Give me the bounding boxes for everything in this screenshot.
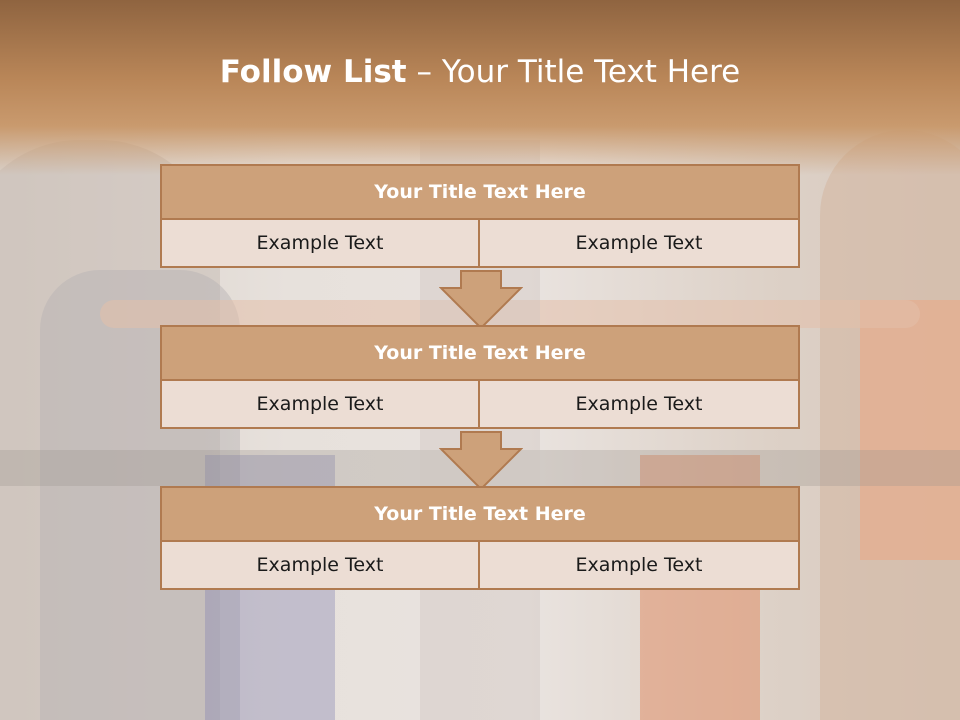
slide-title: Follow List – Your Title Text Here xyxy=(0,54,960,90)
down-arrow-icon xyxy=(439,431,523,491)
block-row: Example Text Example Text xyxy=(160,381,800,429)
outstretched-arms xyxy=(100,300,920,328)
block-cell-right: Example Text xyxy=(480,381,800,429)
block-cell-left: Example Text xyxy=(160,542,480,590)
down-arrow-icon xyxy=(439,270,523,330)
list-block-1: Your Title Text Here Example Text Exampl… xyxy=(160,164,800,268)
block-cell-right: Example Text xyxy=(480,220,800,268)
block-cell-left: Example Text xyxy=(160,381,480,429)
list-block-2: Your Title Text Here Example Text Exampl… xyxy=(160,325,800,429)
slide-title-bold: Follow List xyxy=(219,54,407,90)
slide-title-rest: – Your Title Text Here xyxy=(406,54,741,90)
block-heading: Your Title Text Here xyxy=(160,164,800,220)
title-band xyxy=(0,0,960,175)
block-row: Example Text Example Text xyxy=(160,220,800,268)
block-heading: Your Title Text Here xyxy=(160,486,800,542)
block-heading: Your Title Text Here xyxy=(160,325,800,381)
list-block-3: Your Title Text Here Example Text Exampl… xyxy=(160,486,800,590)
person-right-top xyxy=(860,300,960,560)
block-row: Example Text Example Text xyxy=(160,542,800,590)
person-right-silhouette xyxy=(820,130,960,720)
block-cell-left: Example Text xyxy=(160,220,480,268)
block-cell-right: Example Text xyxy=(480,542,800,590)
